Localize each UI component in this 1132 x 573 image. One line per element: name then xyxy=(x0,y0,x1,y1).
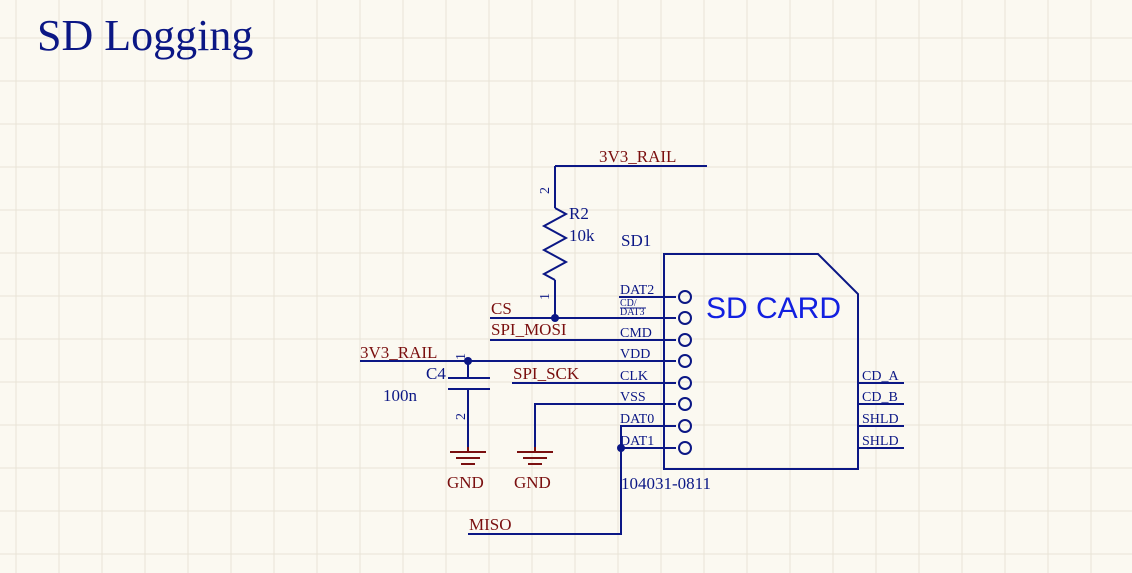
pin-label-vdd: VDD xyxy=(620,347,650,362)
capacitor-value: 100n xyxy=(383,386,418,405)
resistor-pin-2: 2 xyxy=(538,187,553,194)
sd-card-part-number: 104031-0811 xyxy=(621,474,711,493)
sd-card-symbol: SD1 SD CARD 104031-0811 DAT2 CD/ DAT3 CM… xyxy=(620,231,904,493)
capacitor-pin-1: 1 xyxy=(454,353,469,360)
pin-label-cd-a: CD_A xyxy=(862,369,899,384)
pin-circle-vdd xyxy=(678,354,692,368)
resistor-ref: R2 xyxy=(569,204,589,223)
pin-label-dat3: DAT3 xyxy=(620,307,644,318)
net-label-3v3-rail-left: 3V3_RAIL xyxy=(360,343,437,362)
net-label-spi-mosi: SPI_MOSI xyxy=(491,320,567,339)
net-label-gnd-2: GND xyxy=(514,473,551,492)
sd-card-label: SD CARD xyxy=(706,292,841,325)
mosi-net: SPI_MOSI xyxy=(490,320,676,341)
pin-label-cd-b: CD_B xyxy=(862,390,898,405)
pin-circle-cmd xyxy=(678,333,692,347)
pin-label-cd: CD/ xyxy=(620,298,637,309)
pin-circle-dat0 xyxy=(678,419,692,433)
pin-label-dat1: DAT1 xyxy=(620,434,654,449)
pin-label-shld-1: SHLD xyxy=(862,412,899,427)
top-rail-net: 3V3_RAIL xyxy=(554,147,707,208)
pin-circle-dat3 xyxy=(678,311,692,325)
net-label-gnd-1: GND xyxy=(447,473,484,492)
capacitor-ref: C4 xyxy=(426,364,446,383)
cs-net: CS xyxy=(490,299,676,322)
vss-net: GND xyxy=(514,403,676,492)
resistor-pin-1: 1 xyxy=(538,293,553,300)
resistor-r2: R2 10k 2 1 xyxy=(538,187,595,318)
net-label-miso: MISO xyxy=(469,515,512,534)
pin-circle-dat2 xyxy=(678,290,692,304)
net-label-spi-sck: SPI_SCK xyxy=(513,364,580,383)
pin-label-dat0: DAT0 xyxy=(620,412,654,427)
pin-circle-clk xyxy=(678,376,692,390)
net-label-3v3-rail-top: 3V3_RAIL xyxy=(599,147,676,166)
pin-circle-dat1 xyxy=(678,441,692,455)
sd-card-ref: SD1 xyxy=(621,231,651,250)
vdd-net: 3V3_RAIL xyxy=(360,343,676,365)
pin-circle-vss xyxy=(678,397,692,411)
pin-label-shld-2: SHLD xyxy=(862,434,899,449)
pin-label-cmd: CMD xyxy=(620,326,652,341)
resistor-zigzag xyxy=(541,207,569,281)
capacitor-pin-2: 2 xyxy=(454,413,469,420)
sd-card-body xyxy=(663,253,859,470)
junction-dot xyxy=(551,314,559,322)
sheet-title: SD Logging xyxy=(37,11,253,60)
pin-label-vss: VSS xyxy=(620,390,646,405)
ground-symbol-1: GND xyxy=(447,447,486,492)
net-label-cs: CS xyxy=(491,299,512,318)
resistor-value: 10k xyxy=(569,226,595,245)
miso-net: MISO xyxy=(468,425,676,535)
pin-label-clk: CLK xyxy=(620,369,648,384)
sck-net: SPI_SCK xyxy=(512,364,676,384)
pin-label-dat2: DAT2 xyxy=(620,283,654,298)
capacitor-c4: C4 100n 1 2 xyxy=(383,353,490,447)
